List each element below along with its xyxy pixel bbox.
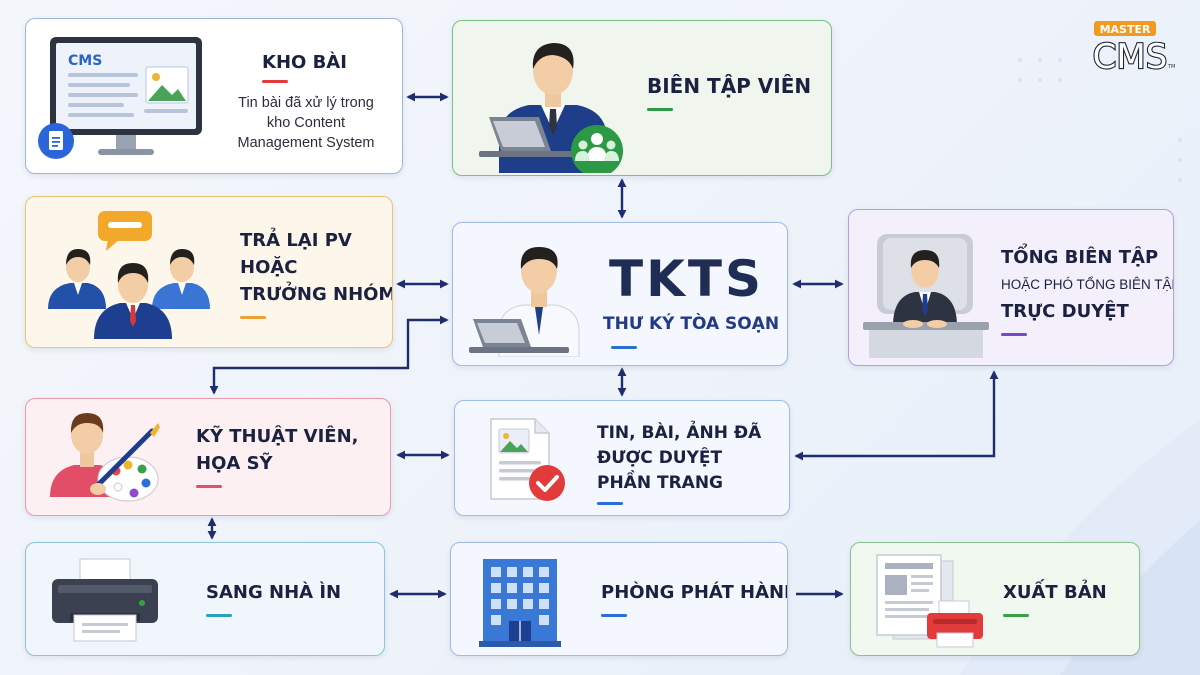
tra-lai-line-3: TRƯỞNG NHÓM [240,284,393,305]
tra-lai-line-2: HOẶC [240,257,298,278]
printer-icon [50,557,160,647]
tin-bai-anh-line-3: PHẦN TRANG [597,473,724,493]
team-icon [571,125,623,175]
node-sang-nha-in: SANG NHÀ ÌN [25,542,385,656]
reporters-group-icon [44,205,214,343]
tra-lai-underline [240,316,266,319]
tong-bien-tap-line-2: HOẶC PHÓ TỔNG BIÊN TẬP [1001,277,1174,292]
sang-nha-in-underline [206,614,232,617]
node-xuat-ban: XUẤT BẢN [850,542,1140,656]
node-tkts: TKTS THƯ KÝ TÒA SOẠN [452,222,788,366]
cms-monitor-icon: CMS [36,33,216,167]
kho-bai-underline [262,80,288,83]
tkts-subtitle: THƯ KÝ TÒA SOẠN [603,314,780,334]
tong-bien-tap-line-3: TRỰC DUYỆT [1001,301,1129,322]
tin-bai-anh-line-1: TIN, BÀI, ẢNH ĐÃ [597,423,762,443]
node-ky-thuat-vien: KỸ THUẬT VIÊN, HỌA SỸ [25,398,391,516]
kho-bai-line-1: Tin bài đã xử lý trong [238,95,374,111]
painter-palette-icon [46,405,166,513]
ky-thuat-vien-underline [196,485,222,488]
editor-in-chief-icon [863,224,989,362]
document-badge-icon [38,123,74,159]
office-building-icon [475,553,565,653]
chat-bubble-icon [98,211,152,251]
node-bien-tap-vien: BIÊN TẬP VIÊN [452,20,832,176]
kho-bai-line-3: Management System [237,135,375,151]
bien-tap-vien-title: BIÊN TẬP VIÊN [647,74,812,98]
ky-thuat-vien-line-1: KỸ THUẬT VIÊN, [196,426,359,447]
ky-thuat-vien-line-2: HỌA SỸ [196,453,273,474]
approved-document-icon [485,415,575,511]
bien-tap-vien-underline [647,108,673,111]
xuat-ban-underline [1003,614,1029,617]
node-tra-lai: TRẢ LẠI PV HOẶC TRƯỞNG NHÓM [25,196,393,348]
xuat-ban-title: XUẤT BẢN [1003,582,1107,603]
tra-lai-line-1: TRẢ LẠI PV [240,230,352,251]
arrow-tkts-kythuat [209,315,449,395]
newspaper-printer-icon [869,553,989,653]
node-phong-phat-hanh: PHÒNG PHÁT HÀNH [450,542,788,656]
kho-bai-title: KHO BÀI [262,52,347,73]
logo-main-text: CMS [1093,37,1168,76]
tong-bien-tap-line-1: TỔNG BIÊN TẬP [1001,247,1159,268]
node-kho-bai: CMS KHO BÀI Tin bài đã xử lý trong k [25,18,403,174]
sang-nha-in-title: SANG NHÀ ÌN [206,582,342,603]
node-tin-bai-anh: TIN, BÀI, ẢNH ĐÃ ĐƯỢC DUYỆT PHẦN TRANG [454,400,790,516]
cms-screen-label: CMS [68,53,102,69]
tkts-title: TKTS [609,250,764,308]
secretary-at-laptop-icon [469,235,589,361]
tin-bai-anh-underline [597,502,623,505]
phong-phat-hanh-underline [601,614,627,617]
tong-bien-tap-underline [1001,333,1027,336]
tin-bai-anh-line-2: ĐƯỢC DUYỆT [597,448,723,468]
editor-at-laptop-icon [469,27,629,175]
kho-bai-line-2: kho Content [266,115,346,131]
master-cms-logo: MASTER CMS TM [1084,20,1176,78]
arrow-tinbai-tongbientap [794,370,999,461]
phong-phat-hanh-title: PHÒNG PHÁT HÀNH [601,582,788,603]
logo-tm: TM [1167,64,1175,70]
tkts-underline [611,346,637,349]
node-tong-bien-tap: TỔNG BIÊN TẬP HOẶC PHÓ TỔNG BIÊN TẬP TRỰ… [848,209,1174,366]
logo-top-text: MASTER [1100,23,1151,36]
